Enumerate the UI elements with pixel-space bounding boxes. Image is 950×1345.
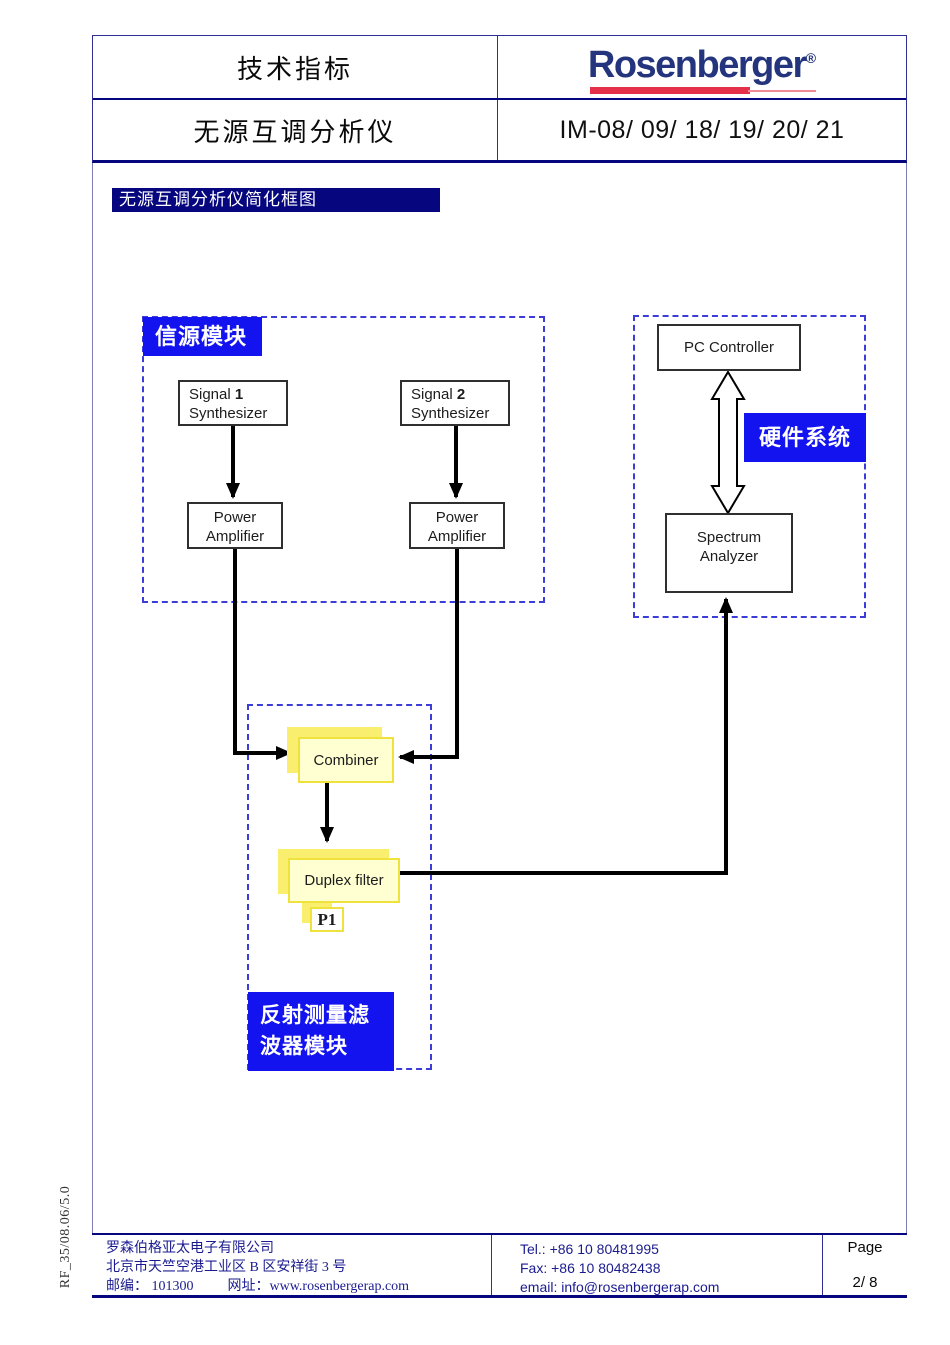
header-row-1: 技术指标 Rosenberger® (93, 36, 906, 100)
footer-postal: 邮编： 101300 (106, 1279, 194, 1294)
hardware-system-label: 硬件系统 (744, 413, 866, 462)
footer-fax: Fax: +86 10 80482438 (520, 1260, 661, 1276)
logo-text: Rosenberger® (588, 39, 816, 84)
product-name: 无源互调分析仪 (193, 117, 397, 147)
footer-company: 罗森伯格亚太电子有限公司 (106, 1241, 274, 1256)
header-table: 技术指标 Rosenberger® 无源互调分析仪 IM-08/ 09/ 18/… (92, 35, 907, 163)
signal2-synthesizer-box: Signal 2 Synthesizer (400, 380, 510, 426)
footer-page-column: Page 2/ 8 (823, 1235, 907, 1295)
spectrum-line2: Analyzer (699, 548, 759, 565)
pa2-line1: Power (435, 509, 479, 526)
section-title-bar: 无源互调分析仪简化框图 (112, 188, 440, 212)
header-cell-doc-type: 技术指标 (93, 36, 498, 98)
logo-underline-thin (747, 89, 817, 92)
signal1-line1: Signal 1 (189, 385, 286, 404)
signal1-line2: Synthesizer (189, 405, 268, 422)
registered-mark: ® (805, 49, 817, 66)
side-revision-code: RF_35/08.06/5.0 (58, 1185, 73, 1289)
spectrum-line1: Spectrum (696, 529, 762, 546)
power-amplifier2-box: Power Amplifier (409, 502, 505, 549)
hardware-system-dashed-box (633, 315, 866, 618)
filter-module-label-line2: 波器模块 (260, 1035, 348, 1058)
power-amplifier1-box: Power Amplifier (187, 502, 283, 549)
filter-module-label: 反射测量滤 波器模块 (248, 992, 394, 1071)
combiner-box: Combiner (298, 737, 394, 783)
footer-contact-column: Tel.: +86 10 80481995 Fax: +86 10 804824… (492, 1235, 823, 1295)
model-numbers: IM-08/ 09/ 18/ 19/ 20/ 21 (559, 115, 845, 144)
logo-underline (588, 86, 817, 96)
signal1-synthesizer-box: Signal 1 Synthesizer (178, 380, 288, 426)
logo-wordmark: Rosenberger (587, 43, 807, 86)
signal2-number: 2 (456, 386, 466, 403)
page-label: Page (847, 1239, 883, 1256)
page-number: 2/ 8 (852, 1274, 878, 1291)
footer-table: 罗森伯格亚太电子有限公司 北京市天竺空港工业区 B 区安祥街 3 号 邮编： 1… (92, 1233, 907, 1298)
spectrum-analyzer-box: Spectrum Analyzer (665, 513, 793, 593)
header-cell-models: IM-08/ 09/ 18/ 19/ 20/ 21 (498, 100, 906, 160)
source-module-dashed-box (142, 316, 545, 603)
logo-underline-thick (589, 86, 750, 94)
signal2-prefix: Signal (411, 386, 457, 403)
footer-email: email: info@rosenbergerap.com (520, 1279, 720, 1295)
footer-company-column: 罗森伯格亚太电子有限公司 北京市天竺空港工业区 B 区安祥街 3 号 邮编： 1… (92, 1235, 492, 1295)
pa1-line2: Amplifier (205, 528, 265, 545)
header-cell-logo: Rosenberger® (498, 36, 906, 98)
signal2-line2: Synthesizer (411, 405, 490, 422)
header-cell-product: 无源互调分析仪 (93, 100, 498, 160)
source-module-label: 信源模块 (143, 317, 262, 356)
filter-module-label-line1: 反射测量滤 (260, 1004, 370, 1027)
signal1-number: 1 (234, 386, 244, 403)
pc-controller-box: PC Controller (657, 324, 801, 371)
duplex-filter-box: Duplex filter (288, 858, 400, 903)
page-body-frame (92, 163, 907, 1233)
p1-port-label: P1 (310, 907, 344, 932)
doc-type-title: 技术指标 (236, 54, 353, 84)
pa2-line2: Amplifier (427, 528, 487, 545)
rosenberger-logo: Rosenberger® (588, 39, 817, 96)
header-row-2: 无源互调分析仪 IM-08/ 09/ 18/ 19/ 20/ 21 (93, 100, 906, 160)
footer-postal-web: 邮编： 101300 网址：www.rosenbergerap.com (106, 1277, 491, 1296)
signal2-line1: Signal 2 (411, 385, 508, 404)
pa1-line1: Power (213, 509, 257, 526)
footer-address: 北京市天竺空港工业区 B 区安祥街 3 号 (106, 1260, 347, 1275)
signal1-prefix: Signal (189, 386, 235, 403)
footer-tel: Tel.: +86 10 80481995 (520, 1241, 659, 1257)
footer-website: 网址：www.rosenbergerap.com (227, 1279, 410, 1294)
